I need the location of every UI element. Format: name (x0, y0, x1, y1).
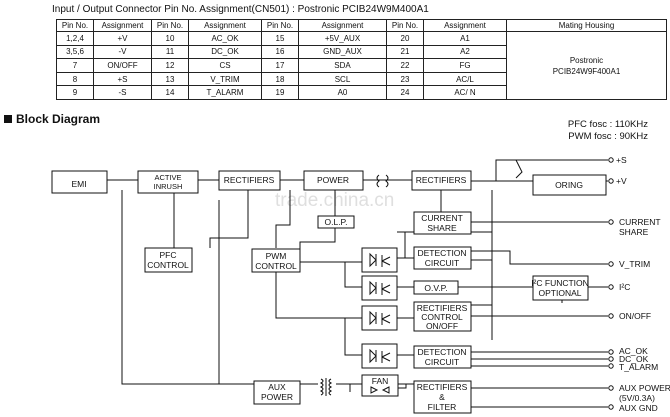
svg-text:FAN: FAN (372, 376, 389, 386)
svg-text:RECTIFIERS: RECTIFIERS (417, 303, 468, 313)
table-row: 9 -S 14 T_ALARM 19 A0 24 AC/ N (56, 85, 667, 100)
output-label-plus-s: +S (616, 155, 627, 165)
svg-text:CIRCUIT: CIRCUIT (425, 357, 459, 367)
svg-text:RECTIFIERS: RECTIFIERS (416, 175, 467, 185)
table-row: 3,5,6 -V 11 DC_OK 16 GND_AUX 21 A2 (56, 44, 667, 60)
pfc-fosc-label: PFC fosc : 110KHz (567, 119, 648, 130)
block-diagram-heading: Block Diagram (4, 112, 100, 126)
svg-text:EMI: EMI (71, 179, 86, 189)
block-pfc-control: PFC CONTROL (144, 247, 193, 273)
table-cell: 24 (386, 85, 424, 100)
optocoupler-icon (361, 275, 398, 301)
block-power: POWER (303, 170, 364, 191)
svg-text:RECTIFIERS: RECTIFIERS (224, 175, 275, 185)
svg-text:PWM: PWM (266, 251, 287, 261)
svg-text:CURRENT: CURRENT (421, 213, 463, 223)
block-pwm-control: PWM CONTROL (251, 248, 301, 273)
housing-line: Postronic (569, 55, 604, 65)
svg-text:ORING: ORING (555, 180, 583, 190)
svg-text:O.L.P.: O.L.P. (325, 217, 348, 227)
optocoupler-icon (361, 343, 398, 369)
fan-icon (370, 386, 390, 394)
table-row: 7 ON/OFF 12 CS 17 SDA 22 FG (56, 58, 667, 73)
output-label-plus-v: +V (616, 176, 627, 186)
pin-table-title: Input / Output Connector Pin No. Assignm… (52, 4, 429, 15)
header-cell: Pin No. (151, 19, 189, 32)
svg-text:CONTROL: CONTROL (255, 261, 297, 271)
header-cell: Assignment (423, 19, 507, 32)
svg-text:SHARE: SHARE (427, 223, 457, 233)
svg-text:CIRCUIT: CIRCUIT (425, 258, 459, 268)
block-detection-circuit-2: DETECTION CIRCUIT (413, 345, 472, 369)
block-detection-circuit-1: DETECTION CIRCUIT (413, 246, 472, 270)
table-header-row: Pin No. Assignment Pin No. Assignment Pi… (56, 19, 667, 32)
table-cell: A0 (298, 85, 387, 100)
output-label-t-alarm: T_ALARM (619, 362, 658, 372)
block-rectifiers-control: RECTIFIERS CONTROL ON/OFF (413, 301, 472, 332)
block-aux-power: AUX POWER (253, 380, 301, 405)
optocoupler-icon (361, 305, 398, 331)
svg-text:POWER: POWER (261, 392, 293, 402)
header-cell: Assignment (188, 19, 262, 32)
svg-text:DETECTION: DETECTION (417, 248, 466, 258)
housing-line: PCIB24W9F400A1 (552, 66, 621, 76)
output-label-ac-ok: AC_OK (619, 346, 648, 356)
block-emi: EMI (51, 170, 108, 194)
svg-text:ACTIVE: ACTIVE (154, 173, 181, 182)
block-diagram-title: Block Diagram (16, 112, 101, 126)
svg-text:CONTROL: CONTROL (421, 312, 463, 322)
svg-text:RECTIFIERS: RECTIFIERS (417, 382, 468, 392)
svg-text:POWER: POWER (317, 175, 349, 185)
block-active-inrush: ACTIVE INRUSH (137, 170, 199, 194)
output-label-aux-power-rating: (5V/0.3A) (619, 393, 655, 403)
output-label-on-off: ON/OFF (619, 311, 651, 321)
table-cell: 14 (151, 85, 189, 100)
output-label-aux-gnd: AUX GND (619, 403, 658, 413)
optocoupler-icon (361, 247, 398, 273)
output-label-current-share: CURRENT (619, 217, 661, 227)
block-rectifiers-input: RECTIFIERS (218, 170, 281, 191)
block-rectifiers-output: RECTIFIERS (411, 170, 472, 191)
output-label-aux-power: AUX POWER (619, 383, 670, 393)
pwm-fosc-label: PWM fosc : 90KHz (568, 131, 648, 142)
block-olp: O.L.P. (317, 215, 355, 229)
section-marker-icon (4, 115, 12, 123)
svg-text:O.V.P.: O.V.P. (424, 283, 447, 293)
output-label-current-share: SHARE (619, 227, 649, 237)
block-ovp: O.V.P. (413, 280, 459, 295)
svg-text:I²C FUNCTION: I²C FUNCTION (531, 278, 589, 288)
output-label-v-trim: V_TRIM (619, 259, 650, 269)
block-current-share: CURRENT SHARE (413, 211, 472, 235)
output-label-i2c: I²C (619, 282, 630, 292)
svg-text:CONTROL: CONTROL (147, 260, 189, 270)
svg-text:OPTIONAL: OPTIONAL (539, 288, 582, 298)
mating-housing-cell: Postronic PCIB24W9F400A1 (506, 31, 667, 100)
header-cell: Pin No. (386, 19, 424, 32)
table-cell: AC/ N (423, 85, 507, 100)
pin-assignment-table: Pin No. Assignment Pin No. Assignment Pi… (56, 19, 667, 100)
header-cell: Pin No. (261, 19, 299, 32)
svg-text:INRUSH: INRUSH (154, 182, 183, 191)
svg-text:PFC: PFC (160, 250, 177, 260)
output-terminals (608, 157, 614, 410)
block-fan: FAN (361, 374, 399, 397)
block-i2c-function: I²C FUNCTION OPTIONAL (531, 275, 589, 301)
svg-text:&: & (439, 392, 445, 402)
block-rectifiers-filter: RECTIFIERS & FILTER (413, 380, 472, 414)
svg-text:AUX: AUX (268, 382, 286, 392)
svg-text:FILTER: FILTER (428, 402, 457, 412)
output-label-dc-ok: DC_OK (619, 354, 649, 364)
svg-text:DETECTION: DETECTION (417, 347, 466, 357)
svg-text:ON/OFF: ON/OFF (426, 321, 458, 331)
block-oring: ORING (532, 174, 607, 196)
